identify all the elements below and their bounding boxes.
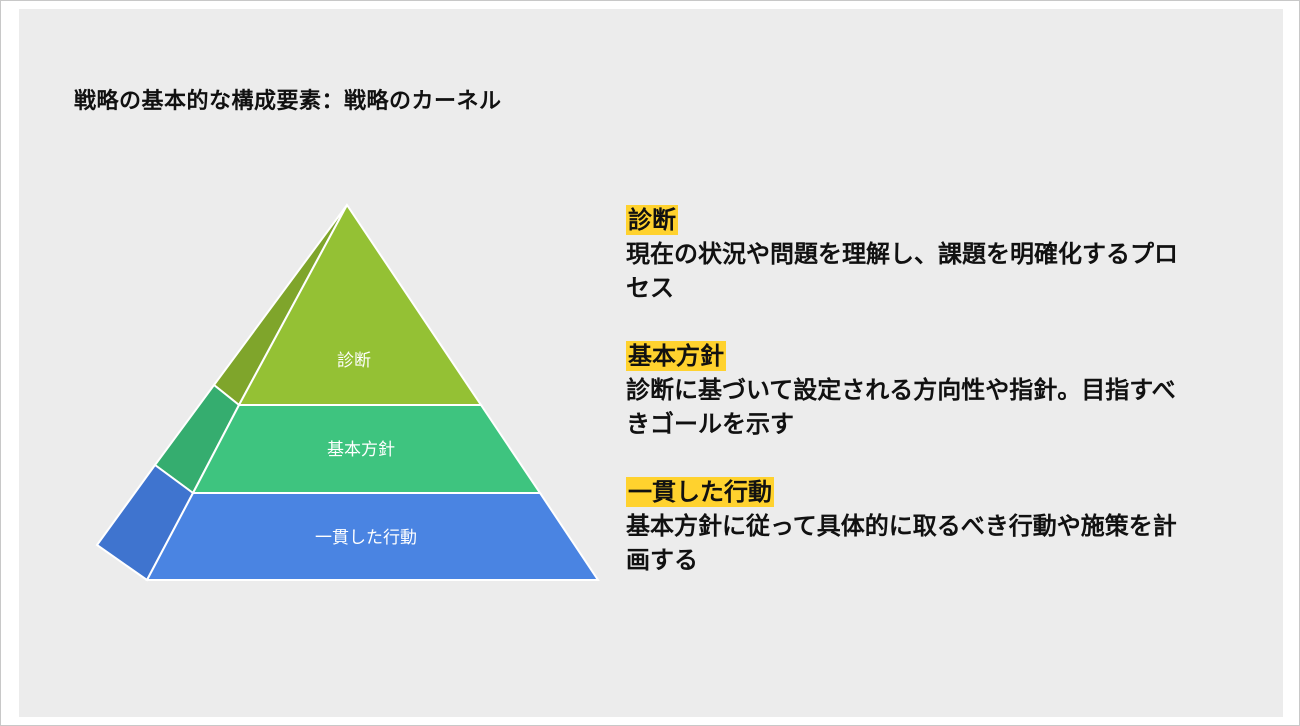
description-heading: 診断 — [626, 205, 678, 235]
pyramid-label-diagnosis: 診断 — [337, 351, 371, 371]
pyramid-bottom-front — [145, 492, 600, 581]
description-heading: 一貫した行動 — [626, 477, 774, 507]
page-title: 戦略の基本的な構成要素：戦略のカーネル — [74, 89, 502, 114]
description-diagnosis: 診断 現在の状況や問題を理解し、課題を明確化するプロセス — [626, 205, 1226, 305]
description-heading: 基本方針 — [626, 341, 726, 371]
description-body: 基本方針に従って具体的に取るべき行動や施策を計画する — [626, 512, 1177, 574]
pyramid-label-policy: 基本方針 — [327, 440, 395, 460]
description-body: 現在の状況や問題を理解し、課題を明確化するプロセス — [626, 240, 1178, 302]
description-action: 一貫した行動 基本方針に従って具体的に取るべき行動や施策を計画する — [626, 477, 1226, 577]
pyramid-label-action: 一貫した行動 — [315, 528, 417, 548]
description-body: 診断に基づいて設定される方向性や指針。目指すべきゴールを示す — [626, 376, 1176, 438]
description-policy: 基本方針 診断に基づいて設定される方向性や指針。目指すべきゴールを示す — [626, 341, 1226, 441]
